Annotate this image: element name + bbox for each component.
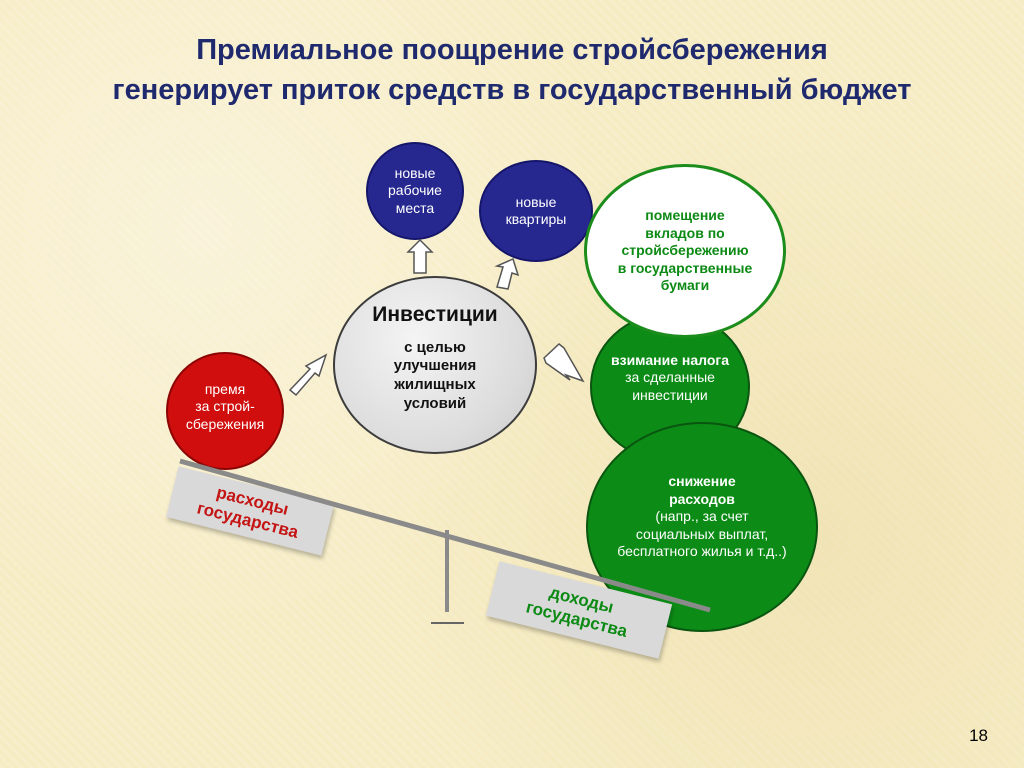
- new-flats-circle: новые квартиры: [479, 160, 593, 262]
- tax-line-3: инвестиции: [632, 386, 708, 403]
- reduction-line-1: снижение: [668, 473, 736, 490]
- new-jobs-circle: новые рабочие места: [366, 142, 464, 240]
- new-jobs-line-2: рабочие: [388, 182, 442, 199]
- title-line-2: генерирует приток средств в государствен…: [112, 74, 912, 106]
- premium-line-1: премя: [204, 380, 246, 397]
- deposits-line-2: вкладов по: [645, 224, 725, 241]
- reduction-line-3: (напр., за счет: [655, 508, 749, 525]
- page-number: 18: [969, 726, 988, 745]
- reduction-line-5: бесплатного жилья и т.д..): [617, 543, 787, 560]
- arrow-to-investments-icon: [288, 353, 328, 397]
- page-title: Премиальное поощрение стройсбережения ге…: [0, 30, 1024, 110]
- premium-line-3: сбережения: [185, 415, 265, 432]
- investments-line-1: с целью: [404, 338, 466, 356]
- title-line-1: Премиальное поощрение стройсбережения: [196, 34, 828, 66]
- investments-circle: Инвестиции с целью улучшения жилищных ус…: [333, 276, 537, 454]
- new-jobs-line-1: новые: [394, 164, 436, 181]
- premium-circle: премя за строй- сбережения: [166, 352, 284, 470]
- new-jobs-line-3: места: [395, 199, 435, 216]
- arrow-up-flats-icon: [494, 257, 520, 290]
- investments-line-3: жилищных: [394, 376, 476, 394]
- deposits-line-3: стройсбережению: [621, 242, 749, 259]
- deposits-line-1: помещение: [645, 207, 725, 224]
- expenses-tag: расходы государства: [166, 466, 334, 556]
- deposits-circle: помещение вкладов по стройсбережению в г…: [584, 164, 786, 338]
- new-flats-line-1: новые: [515, 193, 557, 210]
- tax-line-2: за сделанные: [625, 369, 715, 386]
- reduction-line-2: расходов: [669, 490, 735, 507]
- investments-heading: Инвестиции: [372, 303, 498, 327]
- arrow-up-jobs-icon: [406, 238, 434, 274]
- deposits-line-4: в государственные: [617, 259, 753, 276]
- deposits-line-5: бумаги: [660, 277, 710, 294]
- tax-line-1: взимание налога: [611, 351, 729, 368]
- premium-line-2: за строй-: [195, 398, 255, 415]
- reduction-line-4: социальных выплат,: [635, 525, 769, 542]
- new-flats-line-2: квартиры: [505, 211, 567, 227]
- arrow-to-tax-icon: [543, 343, 585, 383]
- investments-line-2: улучшения: [393, 357, 477, 375]
- investments-line-4: условий: [403, 394, 467, 412]
